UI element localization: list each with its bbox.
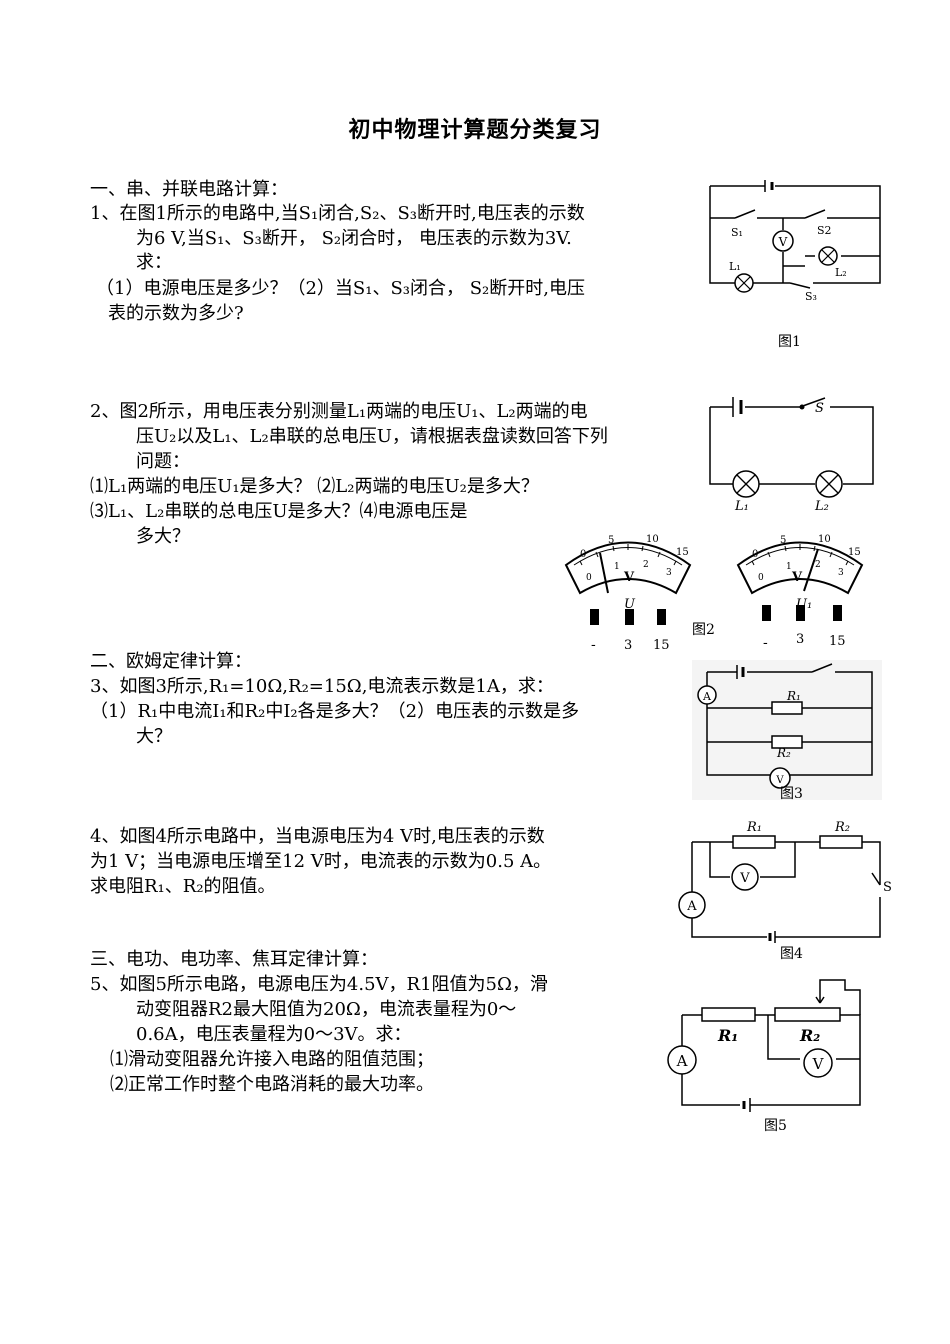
m2-unit: V [791,570,803,585]
q4-line2: 为1 V；当电源电压增至12 V时，电流表的示数为0.5 A。 [90,851,552,872]
m2-bot-3: 3 [838,568,844,578]
m2-bot-2: 2 [815,560,821,570]
fig3-ammeter: A [702,690,712,703]
fig1-l2: L₂ [835,266,847,279]
fig2-terminals: - 3 15 - 3 15 [590,605,846,653]
m1-bot-0: 0 [586,573,592,583]
fig2-meter-u1: 0 5 10 15 0 1 2 3 V U₁ [736,534,864,612]
m2-bot-0: 0 [758,573,764,583]
q2-line4: ⑴L₁两端的电压U₁是多大？ ⑵L₂两端的电压U₂是多大？ [90,476,539,497]
m1-bot-3: 3 [666,568,672,578]
fig5-ammeter: A [676,1052,688,1070]
q2-line2: 压U₂以及L₁、L₂串联的总电压U，请根据表盘读数回答下列 [136,426,608,447]
fig4-ammeter: A [686,899,697,914]
q5-line4: ⑴滑动变阻器允许接入电路的阻值范围； [110,1049,434,1070]
fig1-voltmeter-label: V [778,235,788,249]
q5-line5: ⑵正常工作时整个电路消耗的最大功率。 [110,1074,434,1095]
q5-line3: 0.6A，电压表量程为0～3V。求： [136,1024,412,1045]
fig2-l2: L₂ [814,499,829,514]
fig2-switch: S [815,401,824,416]
t1-15: 15 [653,638,670,653]
q1-line5: 表的示数为多少? [108,303,244,324]
fig5-voltmeter: V [812,1055,825,1073]
q2-line6: 多大？ [136,526,190,547]
fig3-caption: 图3 [780,786,803,802]
fig4-r2: R₂ [834,820,850,835]
m1-top-1: 5 [608,535,614,546]
fig3-r2: R₂ [776,746,791,760]
t2-15: 15 [829,634,846,649]
m1-unit: V [623,570,635,585]
fig1-s3: S₃ [805,290,817,303]
section3-heading: 三、电功、电功率、焦耳定律计算： [90,949,378,970]
m2-top-2: 10 [818,534,831,545]
q2-line3: 问题： [136,451,190,472]
fig3-r1: R₁ [786,689,801,703]
fig4-switch: S [883,880,892,895]
section2-heading: 二、欧姆定律计算： [90,651,252,672]
q1-line1: 1、在图1所示的电路中,当S₁闭合,S₂、S₃断开时,电压表的示数 [90,203,585,224]
fig1-s2: S2 [817,224,832,237]
fig5-caption: 图5 [764,1118,787,1134]
figure5-circuit: A V R₁ R₂ [667,979,861,1112]
q3-line1: 3、如图3所示,R₁=10Ω,R₂=15Ω,电流表示数是1A，求： [90,676,554,697]
m2-bot-1: 1 [786,562,792,572]
figure2-circuit: S L₁ L₂ [709,397,874,514]
fig4-r1: R₁ [746,820,762,835]
q2-line1: 2、图2所示，用电压表分别测量L₁两端的电压U₁、L₂两端的电 [90,401,588,422]
fig1-l1: L₁ [729,260,741,273]
t2-minus: - [763,635,768,651]
m1-label: U [624,597,636,612]
q5-line2: 动变阻器R2最大阻值为20Ω，电流表量程为0～ [136,999,517,1020]
figure4-circuit: V A R₁ R₂ S [678,820,892,943]
fig4-caption: 图4 [780,946,803,962]
m2-top-0: 0 [752,549,758,560]
q1-line4: （1）电源电压是多少？（2）当S₁、S₃闭合， S₂断开时,电压 [96,278,585,299]
fig2-l1: L₁ [734,499,749,514]
m1-top-2: 10 [646,534,659,545]
q2-line5: ⑶L₁、L₂串联的总电压U是多大？⑷电源电压是 [90,501,468,522]
figure1-circuit: V S₁ S2 S₃ L₁ L₂ [709,180,881,303]
t1-minus: - [591,637,596,653]
t2-3: 3 [796,632,804,647]
q3-line2: （1）R₁中电流I₁和R₂中I₂各是多大？（2）电压表的示数是多 [90,701,580,722]
m1-bot-1: 1 [614,562,620,572]
t1-3: 3 [624,638,632,653]
m2-top-1: 5 [780,535,786,546]
fig2-meter-u: 0 5 10 15 0 1 2 3 V U [564,534,692,612]
m1-top-0: 0 [580,549,586,560]
m1-bot-2: 2 [643,560,649,570]
q5-line1: 5、如图5所示电路，电源电压为4.5V，R1阻值为5Ω，滑 [90,974,548,995]
q1-line2: 为6 V,当S₁、S₃断开， S₂闭合时， 电压表的示数为3V. [136,228,572,249]
fig5-r1: R₁ [717,1026,738,1045]
q3-line3: 大？ [136,726,172,747]
figure3-circuit: A V R₁ R₂ [692,660,882,800]
fig4-voltmeter: V [739,871,750,886]
fig2-caption: 图2 [692,622,715,638]
m2-top-3: 15 [848,547,861,558]
page-title: 初中物理计算题分类复习 [348,117,602,143]
q4-line3: 求电阻R₁、R₂的阻值。 [90,876,276,897]
q1-line3: 求： [136,252,172,273]
fig3-voltmeter: V [775,775,784,786]
fig1-caption: 图1 [778,334,801,350]
fig1-s1: S₁ [731,226,743,239]
section1-heading: 一、串、并联电路计算： [90,179,288,200]
m1-top-3: 15 [676,547,689,558]
fig5-r2: R₂ [799,1026,820,1045]
q4-line1: 4、如图4所示电路中，当电源电压为4 V时,电压表的示数 [90,826,545,847]
